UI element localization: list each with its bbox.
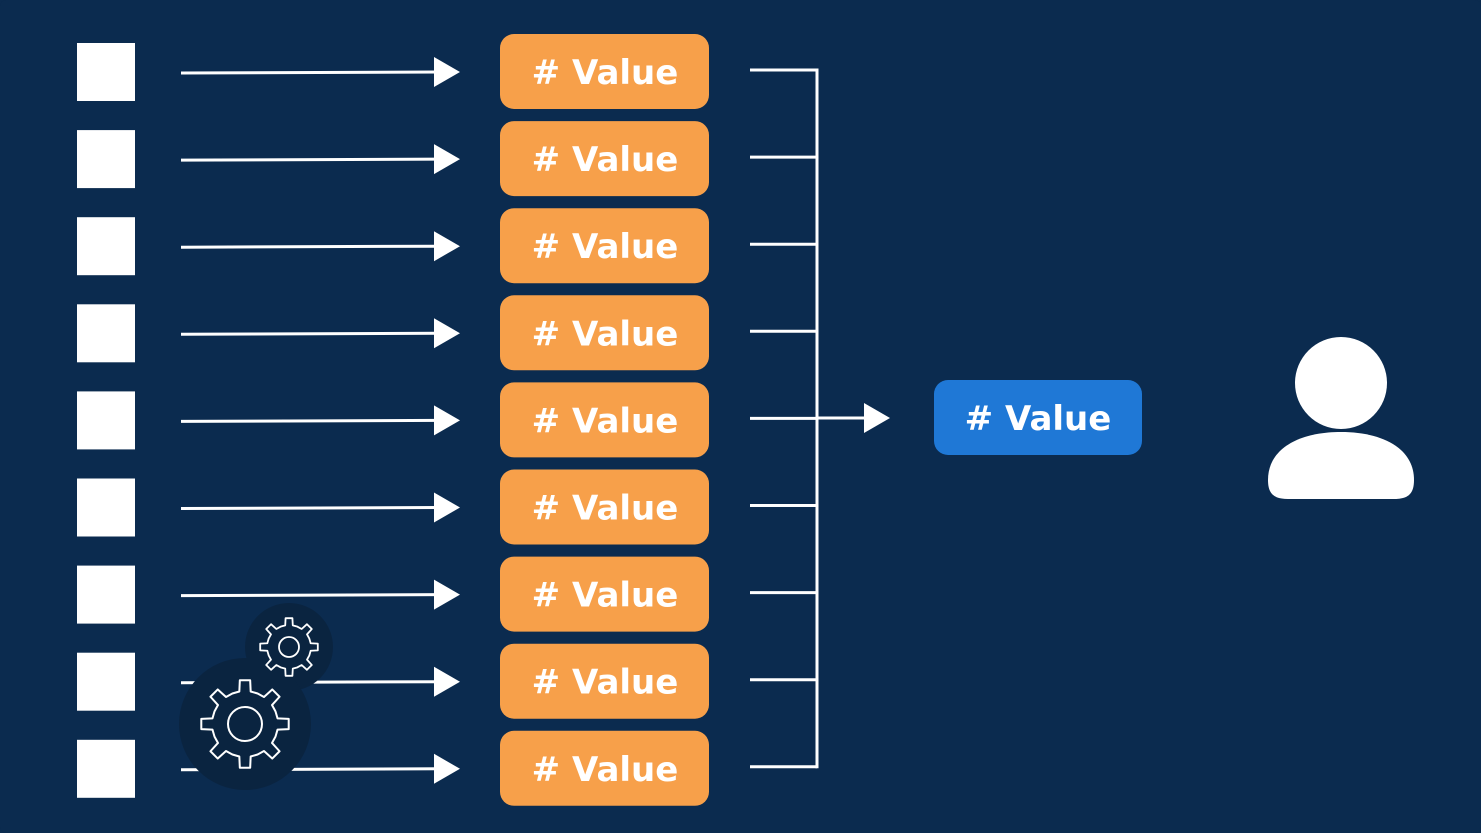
value-pill-label: # Value <box>532 140 679 180</box>
small-gear-icon <box>259 617 319 677</box>
value-pill-label: # Value <box>532 576 679 616</box>
flow-arrow-head <box>434 57 460 87</box>
flow-arrow-head <box>434 144 460 175</box>
large-gear-icon <box>200 679 290 769</box>
flow-arrow-line <box>180 244 441 249</box>
value-pill-label: # Value <box>532 53 679 93</box>
source-box <box>77 43 135 101</box>
source-box <box>77 652 135 711</box>
gear-icon <box>179 603 333 790</box>
source-box <box>77 304 135 363</box>
result-pill <box>934 380 1142 455</box>
flow-arrow-line <box>180 506 441 510</box>
flow-row: # Value <box>77 730 709 806</box>
source-box <box>77 130 135 189</box>
value-pill <box>500 643 709 719</box>
flow-arrow-head <box>434 231 460 262</box>
value-pill-label: # Value <box>532 227 679 267</box>
value-pill <box>500 556 709 632</box>
flow-arrow-line <box>180 70 441 75</box>
value-pill-label: # Value <box>532 663 679 703</box>
flow-arrow-head <box>434 318 460 349</box>
source-box <box>77 739 135 798</box>
value-pill <box>500 295 709 371</box>
value-pill <box>500 469 709 545</box>
value-pill-label: # Value <box>532 489 679 529</box>
value-pill-label: # Value <box>532 401 679 441</box>
flow-row: # Value <box>77 643 709 719</box>
flow-arrow-line <box>180 331 441 336</box>
flow-arrow-line <box>180 418 441 423</box>
value-pill-label: # Value <box>532 750 679 790</box>
flow-row: # Value <box>77 382 709 458</box>
output-arrow-head <box>864 403 890 433</box>
value-pill <box>500 382 709 458</box>
result-node: # Value <box>934 380 1142 455</box>
flow-arrow-head <box>434 492 460 523</box>
value-pill <box>500 34 709 109</box>
flow-arrow-head <box>434 579 460 610</box>
large-gear-disc <box>179 658 311 790</box>
source-box <box>77 565 135 624</box>
value-pill <box>500 121 709 197</box>
source-box <box>77 391 135 450</box>
flow-row: # Value <box>77 34 709 109</box>
flow-row: # Value <box>77 121 709 197</box>
source-box <box>77 478 135 537</box>
flow-row: # Value <box>77 556 709 632</box>
value-pill <box>500 208 709 284</box>
small-gear-hole <box>278 636 300 658</box>
result-label: # Value <box>965 399 1112 439</box>
flow-row: # Value <box>77 469 709 545</box>
aggregator-group <box>750 68 890 769</box>
flow-arrow-line <box>180 593 441 598</box>
flow-row: # Value <box>77 295 709 371</box>
flow-arrow-head <box>434 405 460 436</box>
large-gear-hole <box>227 706 263 742</box>
value-pill <box>500 730 709 806</box>
flow-row: # Value <box>77 208 709 284</box>
rows-group: # Value # Value # Value # Value # Value # Val… <box>77 34 709 806</box>
user-icon <box>1268 337 1414 499</box>
flow-arrow-head <box>434 753 460 784</box>
flow-arrow-line <box>180 157 441 162</box>
flow-arrow-head <box>434 666 460 697</box>
value-pill-label: # Value <box>532 314 679 354</box>
source-box <box>77 217 135 276</box>
